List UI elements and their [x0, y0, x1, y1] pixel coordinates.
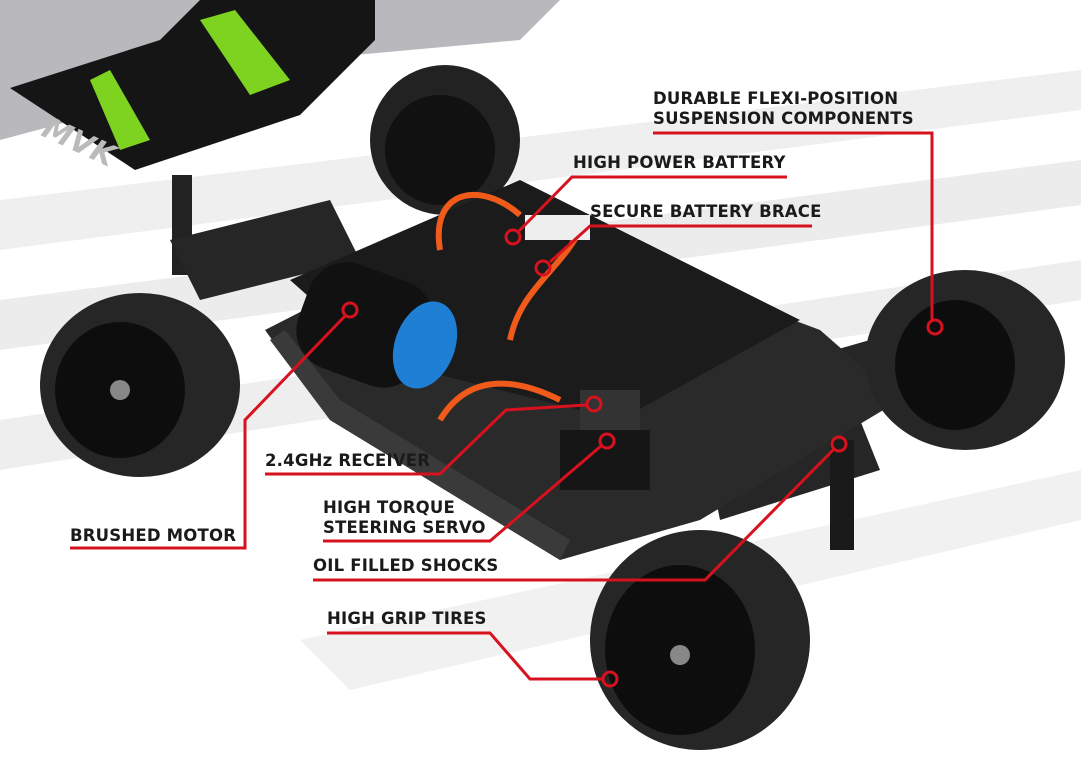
- callout-servo: HIGH TORQUE STEERING SERVO: [323, 498, 486, 538]
- callout-servo-line1: HIGH TORQUE: [323, 498, 455, 517]
- rear-near-tire: [40, 293, 240, 477]
- callout-line-servo: [323, 444, 602, 543]
- marker-receiver-icon: [585, 395, 603, 413]
- callout-line-motor: [70, 314, 347, 550]
- callout-receiver: 2.4GHz RECEIVER: [265, 451, 431, 470]
- marker-brace-icon: [534, 259, 552, 277]
- callout-line-tires: [327, 631, 602, 681]
- front-near-shock: [830, 440, 854, 550]
- callout-suspension-line2: SUSPENSION COMPONENTS: [653, 109, 914, 128]
- callout-line-brace: [548, 224, 812, 264]
- callout-line-receiver: [265, 403, 587, 476]
- callout-brace: SECURE BATTERY BRACE: [590, 202, 822, 221]
- callout-line-battery: [517, 175, 787, 233]
- callout-tires: HIGH GRIP TIRES: [327, 609, 487, 628]
- marker-battery-icon: [504, 228, 522, 246]
- callout-servo-line2: STEERING SERVO: [323, 518, 486, 537]
- motor: [296, 262, 458, 389]
- marker-shocks-icon: [830, 435, 848, 453]
- callout-suspension: DURABLE FLEXI-POSITION SUSPENSION COMPON…: [653, 89, 914, 129]
- marker-servo-icon: [598, 432, 616, 450]
- callout-motor: BRUSHED MOTOR: [70, 526, 237, 545]
- marker-motor-icon: [341, 301, 359, 319]
- steering-servo: [560, 430, 650, 490]
- front-far-tire: [865, 270, 1065, 450]
- callout-line-shocks: [313, 447, 836, 582]
- receiver: [580, 390, 640, 435]
- marker-suspension-icon: [926, 318, 944, 336]
- callout-suspension-line1: DURABLE FLEXI-POSITION: [653, 89, 899, 108]
- callout-battery: HIGH POWER BATTERY: [573, 153, 786, 172]
- rear-far-tire: [370, 65, 520, 215]
- front-near-tire: [590, 530, 810, 750]
- marker-tires-icon: [601, 670, 619, 688]
- callout-shocks: OIL FILLED SHOCKS: [313, 556, 499, 575]
- callout-lines: [70, 131, 934, 681]
- callout-line-suspension: [653, 131, 934, 320]
- callout-markers: [341, 228, 944, 688]
